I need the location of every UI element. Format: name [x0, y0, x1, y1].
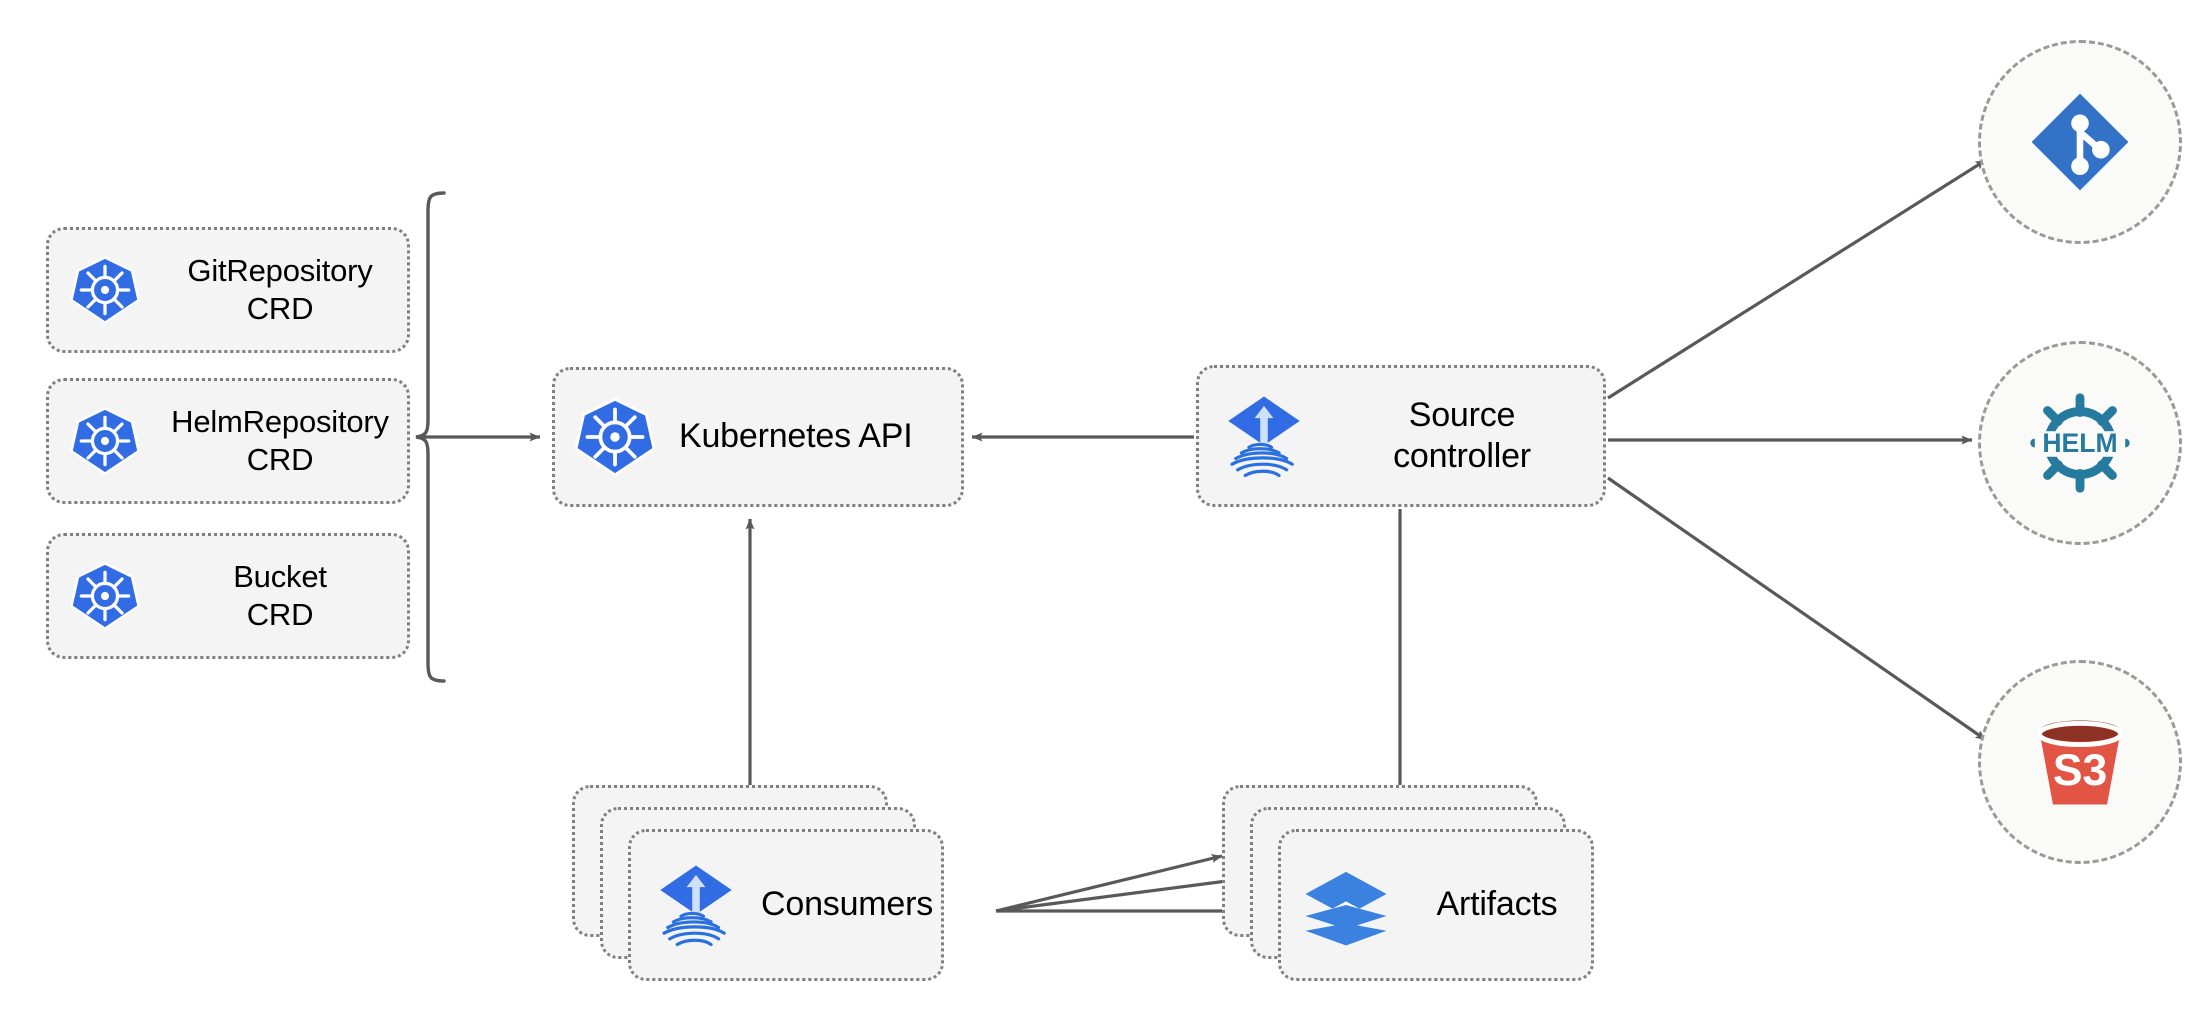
kubernetes-icon — [49, 253, 161, 327]
layers-icon — [1281, 859, 1411, 951]
endpoint-helm[interactable]: HELM — [1978, 341, 2182, 545]
kubernetes-icon — [49, 559, 161, 633]
endpoint-git[interactable] — [1978, 40, 2182, 244]
git-icon — [2031, 93, 2129, 191]
artifacts-stack-card-front[interactable]: Artifacts — [1278, 829, 1594, 981]
node-consumers[interactable]: Consumers — [572, 785, 944, 985]
s3-wordmark: S3 — [2053, 746, 2107, 795]
crd-card-label: HelmRepository CRD — [171, 404, 389, 477]
node-kubernetes-api[interactable]: Kubernetes API — [552, 367, 964, 507]
flux-icon — [631, 858, 761, 952]
node-source-controller[interactable]: Source controller — [1196, 365, 1606, 507]
consumers-stack-card-front[interactable]: Consumers — [628, 829, 944, 981]
crd-card-gitrepository[interactable]: GitRepository CRD — [46, 227, 410, 353]
node-artifacts[interactable]: Artifacts — [1222, 785, 1594, 985]
crd-group-brace — [415, 191, 446, 683]
flux-icon — [1199, 389, 1329, 483]
node-label: Consumers — [761, 885, 934, 924]
node-label: Source controller — [1393, 395, 1531, 475]
edge-consumers-to-artifacts-2 — [995, 874, 1251, 913]
edge-source-controller-to-s3 — [1607, 476, 1987, 742]
helm-icon: HELM — [2030, 393, 2130, 493]
s3-bucket-icon: S3 — [2036, 720, 2124, 805]
edge-source-controller-to-git — [1607, 158, 1987, 400]
node-label: Kubernetes API — [679, 417, 913, 456]
crd-card-label: Bucket CRD — [233, 559, 327, 632]
edge-consumers-to-artifacts-1 — [995, 854, 1223, 913]
kubernetes-icon — [49, 404, 161, 478]
helm-wordmark: HELM — [2042, 428, 2117, 458]
endpoint-s3[interactable]: S3 — [1978, 660, 2182, 864]
crd-card-label: GitRepository CRD — [187, 253, 373, 326]
crd-card-bucket[interactable]: Bucket CRD — [46, 533, 410, 659]
node-label: Artifacts — [1436, 885, 1558, 924]
crd-card-helmrepository[interactable]: HelmRepository CRD — [46, 378, 410, 504]
kubernetes-icon — [555, 394, 675, 480]
